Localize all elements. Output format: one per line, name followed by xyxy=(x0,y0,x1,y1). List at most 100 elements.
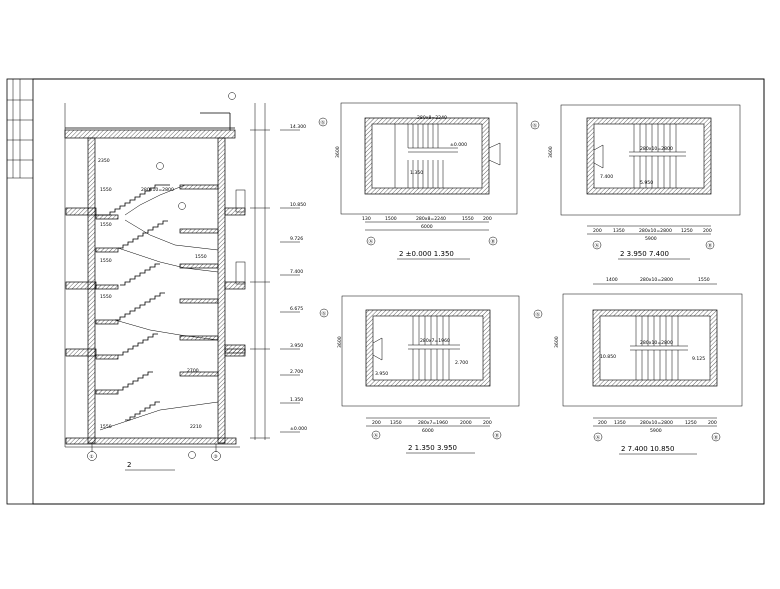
level-label: 7.400 xyxy=(290,269,303,275)
roof-slab xyxy=(64,129,236,139)
axis-label: Ⓐ xyxy=(595,242,600,249)
flight-7 xyxy=(125,401,160,421)
axis-label: Ⓖ xyxy=(533,122,538,129)
plan-dim: 1250 xyxy=(681,228,693,234)
axis-label: Ⓖ xyxy=(322,310,327,317)
plan-dim: 200 xyxy=(372,420,381,426)
plan-height-dim: 3600 xyxy=(337,336,343,348)
level-marks: 14.300 10.850 9.726 7.400 6.675 3.950 2.… xyxy=(280,124,307,433)
axis-label: Ⓑ xyxy=(708,242,713,249)
plan-dim: 280x8=2240 xyxy=(416,216,446,222)
level-label: 1.350 xyxy=(290,397,303,403)
plan-caption: 2 7.400 10.850 xyxy=(621,445,674,453)
axis-label: Ⓖ xyxy=(321,119,326,126)
axis-label: Ⓐ xyxy=(596,434,601,441)
plan-dim: 200 xyxy=(483,216,492,222)
plan-dim: 280x10=2800 xyxy=(640,420,673,426)
plan-dim: 130 xyxy=(362,216,371,222)
plan-total: 5900 xyxy=(645,236,657,242)
plan-caption: 2 3.950 7.400 xyxy=(620,250,669,258)
plan-dim: 200 xyxy=(593,228,602,234)
axis-label: Ⓑ xyxy=(714,434,719,441)
axis-label: ③ xyxy=(214,454,218,460)
plan-level: 9.125 xyxy=(692,356,705,362)
axis-label: Ⓑ xyxy=(491,238,496,245)
plan-dim: 200 xyxy=(598,420,607,426)
landing-width: 1550 xyxy=(100,258,112,264)
landing-dim: 2210 xyxy=(190,424,202,430)
axis-label: ① xyxy=(90,454,94,460)
landing-width: 1550 xyxy=(100,187,112,193)
plan-height-dim: 3600 xyxy=(554,336,560,348)
landing-width: 1550 xyxy=(100,222,112,228)
plan-dim: 200 xyxy=(703,228,712,234)
plan-dim: 2000 xyxy=(460,420,472,426)
flight-2 xyxy=(118,220,168,249)
section-left-wall xyxy=(87,137,96,444)
axis-label: Ⓐ xyxy=(369,238,374,245)
flight-4 xyxy=(115,292,165,321)
plan-level: 2.700 xyxy=(455,360,468,366)
flight-5 xyxy=(118,333,158,356)
level-label: 3.950 xyxy=(290,343,303,349)
detail-bubble xyxy=(156,162,164,170)
level-label: 2.700 xyxy=(290,369,303,375)
plan-dim: 1500 xyxy=(385,216,397,222)
level-label: 10.850 xyxy=(290,202,306,208)
plan-stair-label: 280x10=2800 xyxy=(640,340,673,346)
plan-total: 5900 xyxy=(650,428,662,434)
sheet-border xyxy=(6,78,765,505)
plan-dim: 1350 xyxy=(390,420,402,426)
level-label: 6.675 xyxy=(290,306,303,312)
stair-plan-1: 280x8=2240 ±0.000 1.350 3600 130 1500 28… xyxy=(318,102,518,260)
plan-dim: 1350 xyxy=(613,228,625,234)
stair-plan-2: 280x10=2800 7.400 5.950 3600 200 1350 28… xyxy=(530,104,741,260)
plan-dim: 280x10=2800 xyxy=(640,277,673,283)
level-label: 9.726 xyxy=(290,236,303,242)
landing-dim: 2700 xyxy=(187,368,199,374)
plan-dim: 200 xyxy=(483,420,492,426)
plan-dim: 1250 xyxy=(685,420,697,426)
plan-dim: 1400 xyxy=(606,277,618,283)
landing-width: 1550 xyxy=(100,424,112,430)
flight-3 xyxy=(120,263,160,286)
plan-stair-label: 280x7=1960 xyxy=(420,338,450,344)
level-label: ±0.000 xyxy=(290,426,307,432)
plan-dim: 1550 xyxy=(698,277,710,283)
stair-plan-4: 1400 280x10=2800 1550 280x10=2800 10.850… xyxy=(533,277,743,455)
stair-section: 14.300 10.850 9.726 7.400 6.675 3.950 2.… xyxy=(64,92,307,471)
axis-bubble xyxy=(211,451,221,461)
landing-dim: 1550 xyxy=(195,254,207,260)
plan-level: 10.850 xyxy=(600,354,616,360)
plan-total: 6000 xyxy=(422,428,434,434)
axis-label: Ⓐ xyxy=(374,432,379,439)
section-right-wall xyxy=(217,137,226,444)
axis-bubble xyxy=(87,451,97,461)
plan-level: ±0.000 xyxy=(450,142,467,148)
plan-level: 7.400 xyxy=(600,174,613,180)
level-label: 14.300 xyxy=(290,124,306,130)
section-rise-label: 280x10=2800 xyxy=(141,187,174,193)
plan-level: 5.950 xyxy=(640,180,653,186)
plan-level: 1.350 xyxy=(410,170,423,176)
plan-total: 6000 xyxy=(421,224,433,230)
axis-label: Ⓑ xyxy=(495,432,500,439)
plan-dim: 200 xyxy=(708,420,717,426)
axis-label: Ⓖ xyxy=(536,311,541,318)
stair-plan-3: 280x7=1960 2.700 3.950 3600 200 1350 280… xyxy=(319,295,520,454)
plan-caption: 2 ±0.000 1.350 xyxy=(399,250,454,258)
plan-dim: 1350 xyxy=(614,420,626,426)
plan-dim: 280x10=2800 xyxy=(639,228,672,234)
detail-bubble xyxy=(188,451,196,459)
plan-dim: 280x7=1960 xyxy=(418,420,448,426)
plan-level: 3.950 xyxy=(375,371,388,377)
flight-1 xyxy=(96,184,170,216)
ground-slab xyxy=(65,437,237,445)
landing-width: 1550 xyxy=(100,294,112,300)
plan-stair-label: 280x10=2800 xyxy=(640,146,673,152)
detail-bubble xyxy=(228,92,236,100)
flight-6 xyxy=(118,371,153,391)
plan-caption: 2 1.350 3.950 xyxy=(408,444,457,452)
